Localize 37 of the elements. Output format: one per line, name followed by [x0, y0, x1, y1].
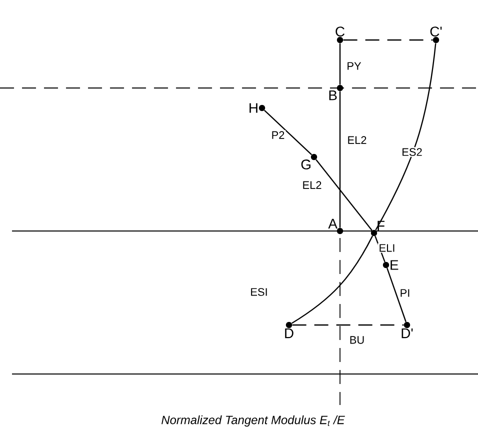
- line: [339, 43, 341, 85]
- node-label: B: [329, 90, 337, 100]
- node-label: H: [250, 103, 258, 113]
- line: [316, 159, 372, 231]
- edge-label: EL2: [346, 135, 368, 145]
- edge-label: ELI: [378, 243, 396, 253]
- edge-label: ESI: [249, 287, 269, 297]
- point: B: [329, 84, 344, 100]
- point: C: [336, 26, 345, 44]
- point: E: [382, 260, 398, 270]
- point: A: [328, 218, 344, 234]
- point: D': [402, 322, 413, 338]
- point: H: [250, 103, 266, 113]
- line: [375, 43, 436, 230]
- line: [386, 268, 406, 322]
- node-label: C': [430, 26, 442, 36]
- line: [339, 91, 341, 228]
- edge-label: EL2: [301, 180, 323, 190]
- line: [292, 324, 404, 326]
- point: G: [301, 154, 318, 170]
- line: [264, 110, 312, 156]
- line: [343, 39, 433, 41]
- node-label: G: [301, 160, 310, 170]
- caption: Normalized Tangent Modulus E$_{t}$ /E: [162, 415, 345, 427]
- node-label: D: [285, 328, 294, 338]
- node-label: E: [390, 260, 398, 270]
- node-label: D': [402, 328, 413, 338]
- edge-label: BU: [348, 335, 366, 345]
- node-label: C: [336, 26, 345, 36]
- edge-label: PY: [346, 61, 362, 71]
- point: C': [430, 26, 442, 44]
- edge-label: PI: [398, 288, 412, 298]
- node-label: A: [328, 218, 338, 228]
- edge-label: ES2: [400, 147, 424, 157]
- edge-label: P2: [270, 130, 286, 140]
- point: D: [285, 322, 294, 338]
- line: [292, 236, 374, 324]
